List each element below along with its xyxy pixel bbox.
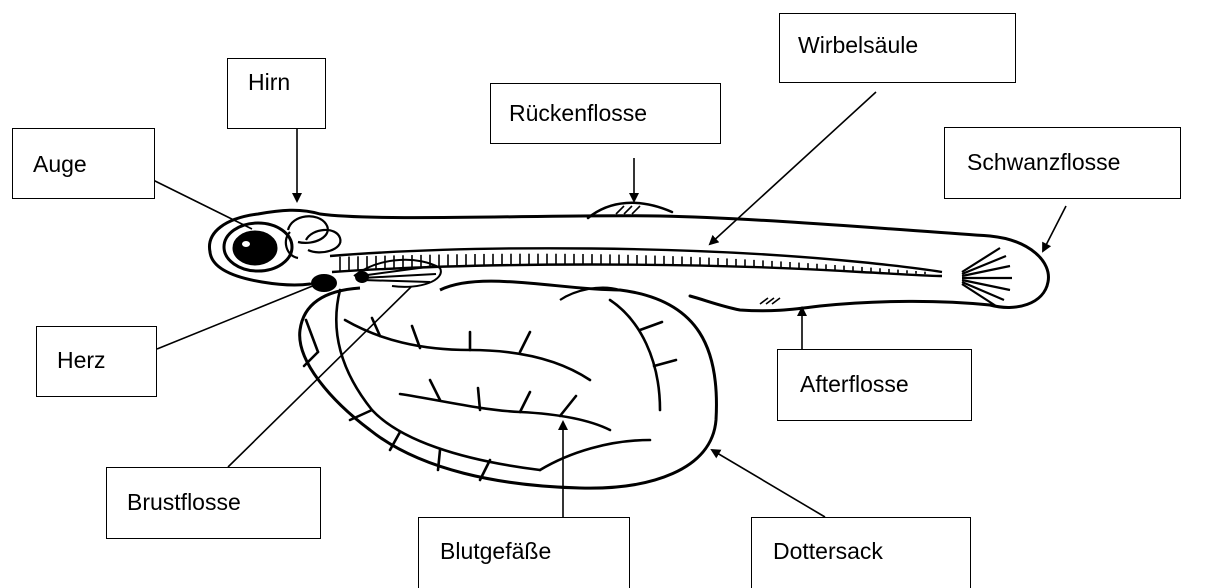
label-dottersack-text: Dottersack [773,538,883,564]
label-afterflosse-text: Afterflosse [800,371,909,397]
schwanzflosse-arrow [1043,206,1066,251]
auge-line [153,180,252,229]
anal-fin-drawing [760,298,780,304]
label-hirn: Hirn [227,58,326,129]
label-schwanzflosse: Schwanzflosse [944,127,1181,199]
label-wirbelsaeule: Wirbelsäule [779,13,1016,83]
label-auge-text: Auge [33,151,87,177]
label-schwanzflosse-text: Schwanzflosse [967,149,1120,175]
eye-drawing [224,223,292,271]
body-outline [209,203,1048,311]
label-rueckenflosse: Rückenflosse [490,83,721,144]
label-wirbelsaeule-text: Wirbelsäule [798,32,918,58]
label-brustflosse-text: Brustflosse [127,489,241,515]
label-blutgefaesse-text: Blutgefäße [440,538,551,564]
label-herz: Herz [36,326,157,397]
label-blutgefaesse: Blutgefäße [418,517,630,588]
yolk-sac-outline [300,281,717,488]
heart-drawing [311,274,337,292]
leader-lines [153,92,1066,517]
label-herz-text: Herz [57,347,106,373]
dottersack-arrow [712,450,825,517]
brain-drawing [286,216,341,258]
tail-fin-rays [962,248,1012,306]
label-dottersack: Dottersack [751,517,971,588]
label-hirn-text: Hirn [248,69,290,95]
blood-vessels-drawing [304,290,676,480]
dorsal-fin-hatching [616,206,640,214]
label-brustflosse: Brustflosse [106,467,321,539]
herz-line [157,285,315,349]
label-auge: Auge [12,128,155,199]
label-afterflosse: Afterflosse [777,349,972,421]
label-rueckenflosse-text: Rückenflosse [509,100,647,126]
